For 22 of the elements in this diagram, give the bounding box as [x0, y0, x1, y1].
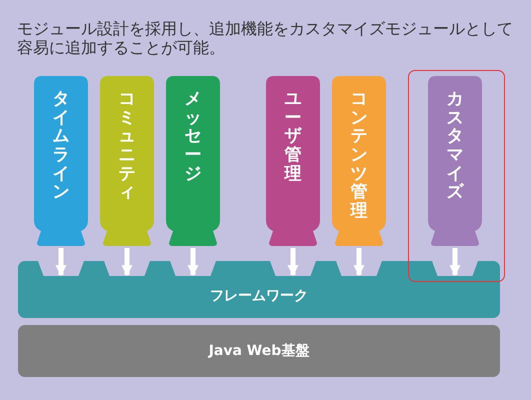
module-block	[266, 76, 320, 246]
module-label: コミュニティ	[118, 90, 136, 202]
arrow	[188, 248, 198, 276]
arrow	[354, 248, 364, 276]
module-block	[332, 76, 386, 246]
platform-band	[18, 325, 500, 377]
band-label: Java Web基盤	[208, 342, 310, 360]
arrow	[450, 248, 460, 276]
module-label: メッセージ	[184, 90, 202, 184]
module-block	[34, 76, 88, 246]
band-label: フレームワーク	[210, 286, 308, 304]
module-label: タイムライン	[52, 90, 70, 202]
arrow	[56, 248, 66, 276]
arrow	[122, 248, 132, 276]
module-label: カスタマイズ	[446, 90, 464, 202]
module-block	[428, 76, 482, 246]
module-label: コンテンツ管理	[350, 90, 368, 221]
module-block	[100, 76, 154, 246]
arrow	[288, 248, 298, 276]
title: モジュール設計を採用し、追加機能をカスタマイズモジュールとして容易に追加することが可能。	[17, 19, 514, 58]
module-block	[166, 76, 220, 246]
module-label: ユーザ管理	[284, 90, 302, 184]
